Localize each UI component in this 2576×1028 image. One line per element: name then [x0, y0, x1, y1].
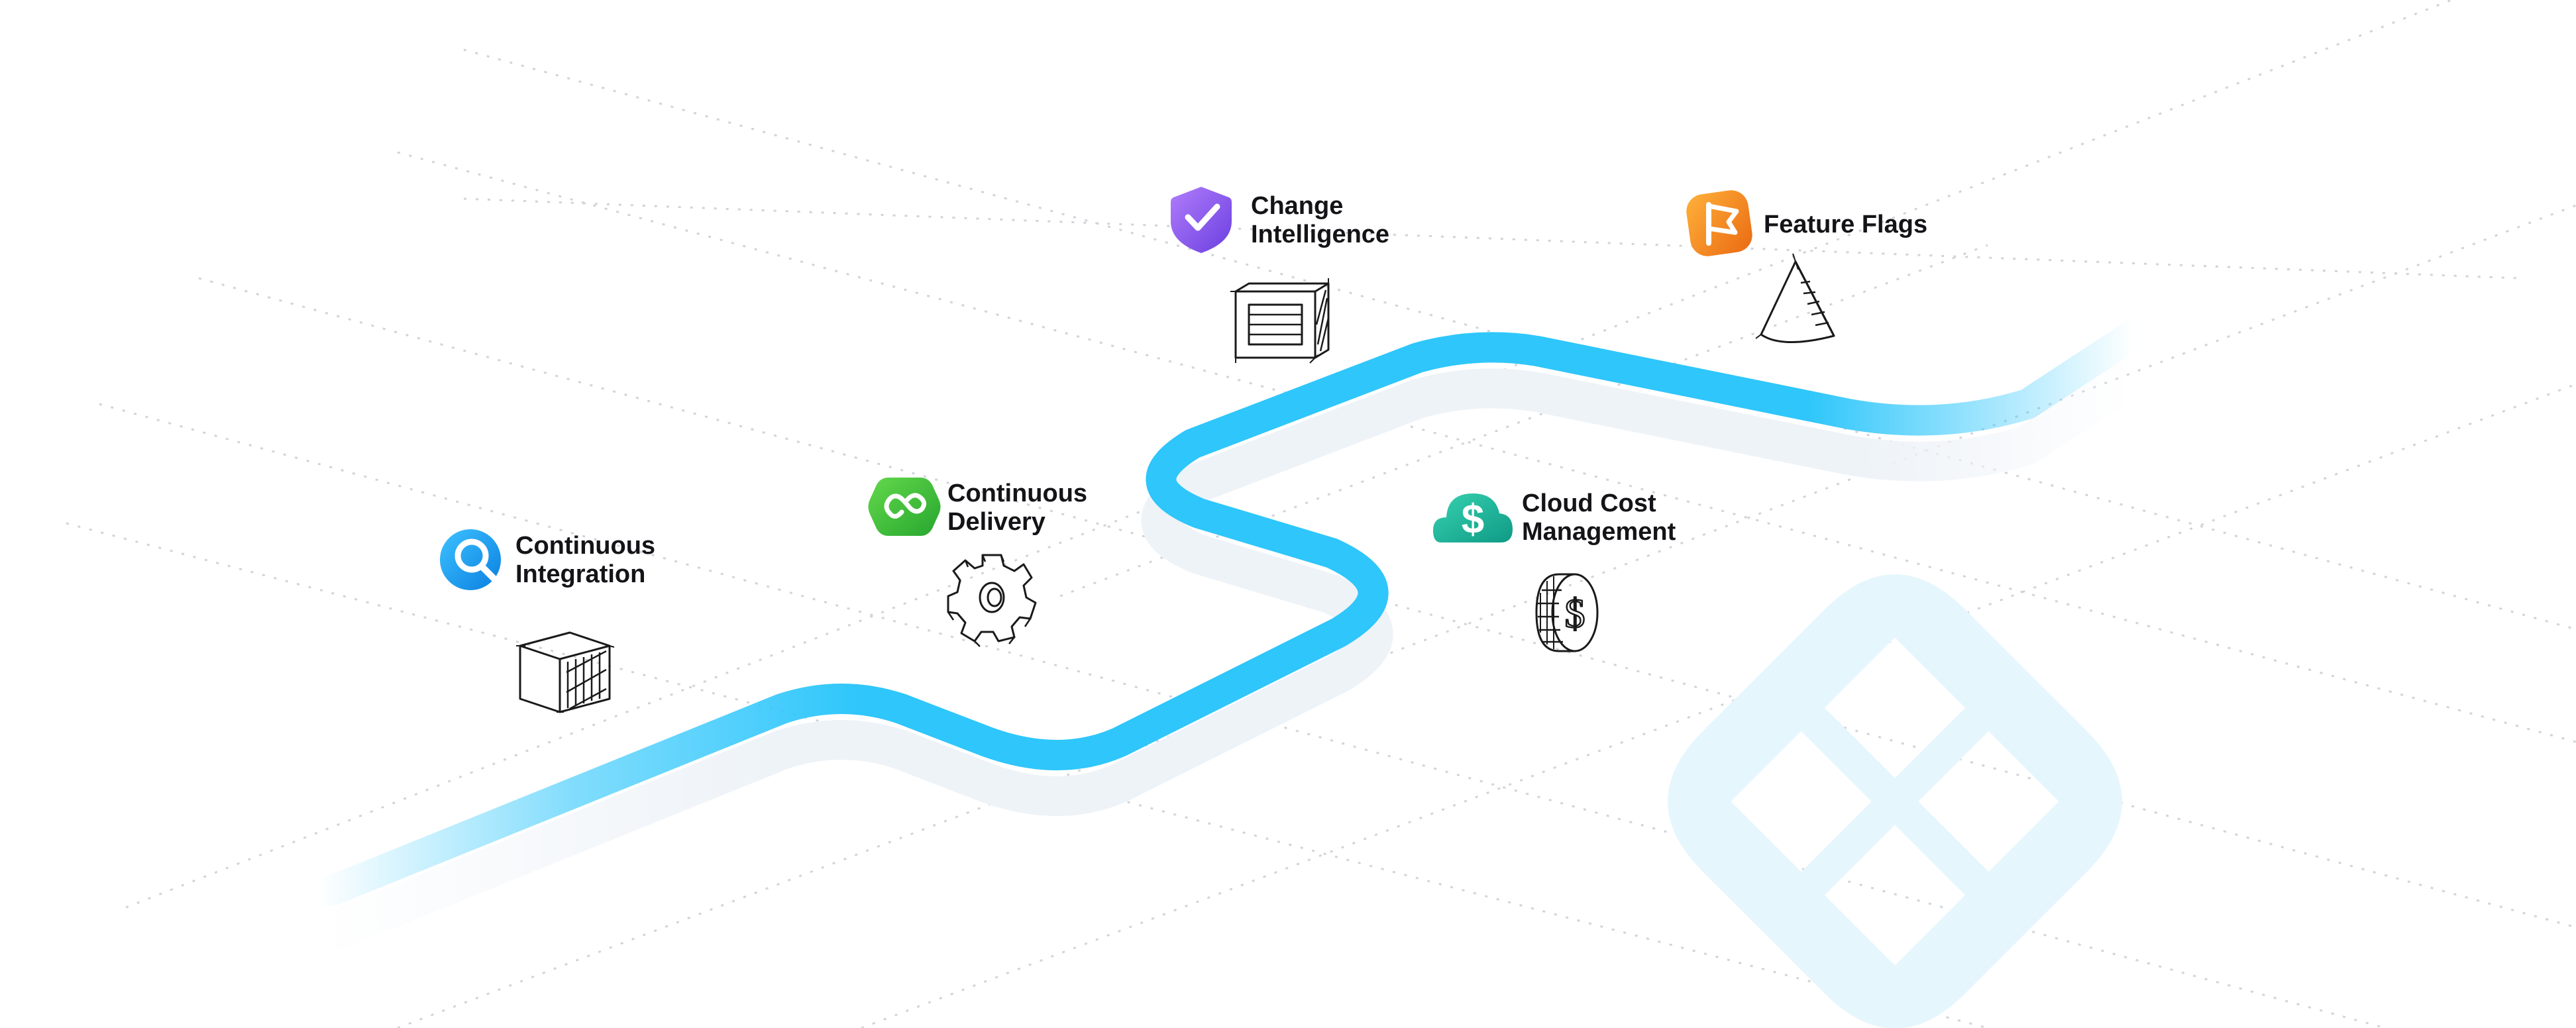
flag-square-icon [1686, 190, 1752, 256]
stage-label-ff: Feature Flags [1764, 211, 1927, 238]
road-shadow [311, 356, 2153, 952]
gear-sketch-icon [947, 554, 1037, 647]
stage-label-change: Change Intelligence [1251, 192, 1389, 248]
shield-check-icon [1171, 187, 1232, 253]
stage-continuous-delivery[interactable]: Continuous Delivery [868, 478, 1095, 647]
dollar-cloud-icon: $ [1433, 493, 1513, 542]
stage-label-cd: Continuous Delivery [947, 480, 1095, 536]
stage-cloud-cost-management[interactable]: $ Cloud Cost Management $ [1433, 489, 1676, 652]
crate-sketch-icon [1230, 278, 1330, 364]
watermark-logo [1668, 574, 2122, 1028]
stage-continuous-integration[interactable]: Continuous Integration [440, 529, 663, 713]
stage-label-ci: Continuous Integration [515, 532, 663, 588]
box-sketch-icon [516, 631, 615, 713]
perspective-grid [66, 0, 2576, 1028]
cone-sketch-icon [1755, 253, 1835, 344]
infinity-hexagon-icon [868, 478, 941, 536]
stage-feature-flags[interactable]: Feature Flags [1684, 188, 1927, 344]
coin-sketch-icon: $ [1535, 573, 1599, 652]
stage-change-intelligence[interactable]: Change Intelligence [1171, 187, 1389, 364]
search-circle-icon [440, 529, 501, 590]
stage-label-ccm: Cloud Cost Management [1522, 489, 1676, 546]
pipeline-road [316, 319, 2149, 906]
svg-text:$: $ [1565, 591, 1585, 637]
svg-text:$: $ [1462, 497, 1484, 542]
